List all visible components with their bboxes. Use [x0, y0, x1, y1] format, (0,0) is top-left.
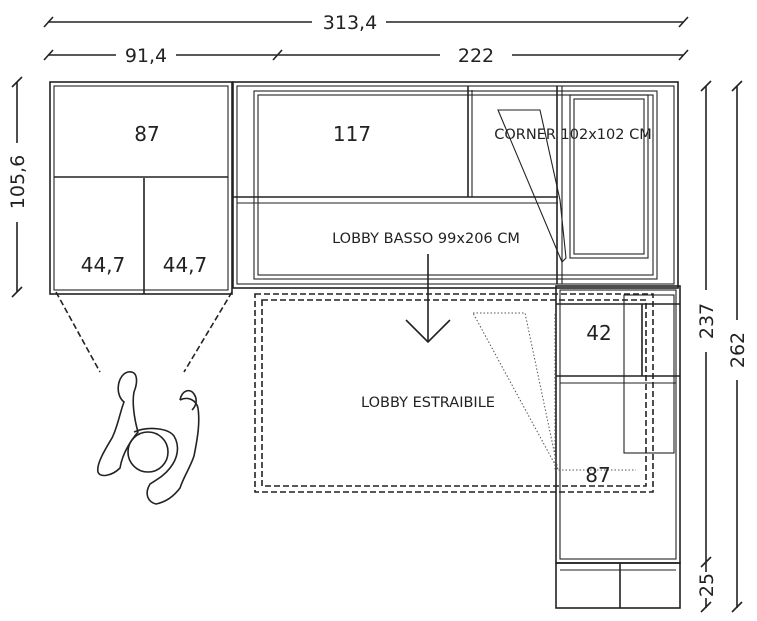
dimension-total-width: 313,4: [43, 12, 689, 34]
chaise-module: 87 44,7 44,7: [49, 81, 233, 295]
seat-right-label: 44,7: [163, 253, 208, 277]
dimension-depth-25: 25: [696, 562, 718, 613]
dimension-total-width-label: 313,4: [323, 12, 377, 34]
seat-117-label: 117: [333, 122, 371, 146]
right-module: 42: [555, 285, 681, 564]
pull-out-arrow-icon: [405, 254, 451, 344]
lobby-estraibile-module: LOBBY ESTRAIBILE 87: [254, 293, 654, 493]
dimension-left-width-label: 91,4: [125, 45, 167, 67]
dimension-right-width: 222: [278, 45, 689, 67]
corner-module: CORNER 102x102 CM: [494, 94, 652, 263]
lobby-basso-label: LOBBY BASSO 99x206 CM: [332, 231, 520, 247]
seat-42-label: 42: [586, 321, 611, 345]
footrest-module: [555, 562, 681, 609]
dimension-depth-25-label: 25: [696, 573, 718, 597]
dimension-depth-237-label: 237: [696, 303, 718, 339]
dimension-depth-262-label: 262: [727, 332, 749, 368]
corner-backrest-wedge: [497, 109, 567, 263]
lobby-basso-module: 117 LOBBY BASSO 99x206 CM: [232, 81, 679, 289]
dimension-left-depth-label: 105,6: [7, 155, 29, 209]
lobby-estraibile-label: LOBBY ESTRAIBILE: [361, 395, 495, 411]
seat-left-label: 44,7: [81, 253, 126, 277]
dimension-depth-237: 237: [696, 80, 718, 568]
dimension-left-width: 91,4: [43, 45, 283, 67]
dimension-depth-262: 262: [727, 80, 749, 613]
dimension-left-depth: 105,6: [7, 76, 29, 298]
dimension-right-width-label: 222: [458, 45, 494, 67]
sight-lines: [55, 291, 233, 373]
corner-label: CORNER 102x102 CM: [494, 127, 651, 143]
seat-87-bottom-label: 87: [585, 463, 610, 487]
pull-out-motion-wedge: [472, 312, 559, 471]
chaise-top-label: 87: [134, 122, 159, 146]
seated-person-icon: [96, 371, 200, 505]
